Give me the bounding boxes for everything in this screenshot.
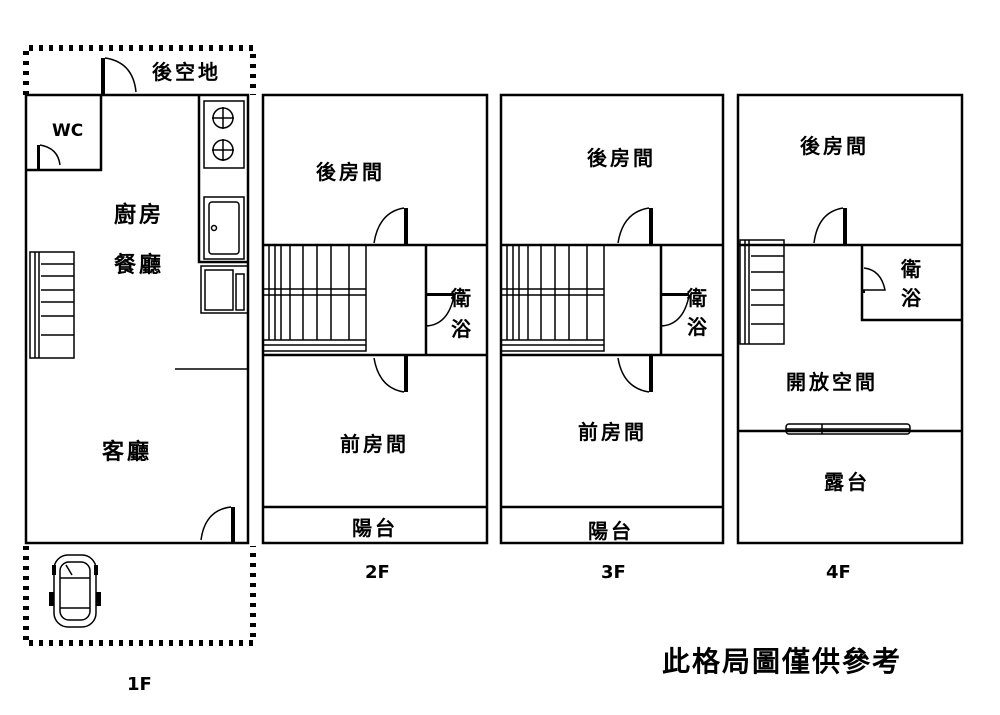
floor-1f: 後空地 WC 廚房 餐廳 客廳 1F — [23, 45, 256, 695]
label-kitchen: 廚房 — [114, 202, 164, 228]
2f-label-front-room: 前房間 — [340, 432, 409, 456]
disclaimer-text: 此格局圖僅供參考 — [662, 645, 902, 678]
back-yard-boundary — [23, 45, 256, 95]
2f-label-back-room: 後房間 — [316, 160, 385, 184]
sliding-door-icon — [785, 423, 911, 435]
floor-3f: 後房間 衛 浴 前房間 陽台 3F — [499, 93, 725, 583]
floor-4f: 後房間 衛 浴 開放空間 露台 4F — [736, 93, 964, 583]
back-room-door-icon — [373, 207, 408, 245]
label-wc: WC — [52, 121, 83, 141]
staircase-3f — [500, 244, 605, 352]
front-room-door-icon — [617, 355, 653, 393]
fridge-icon — [200, 265, 249, 314]
back-room-door-icon — [617, 207, 653, 245]
4f-label-open-space: 開放空間 — [786, 370, 878, 394]
3f-label-bath-2: 浴 — [687, 315, 710, 339]
2f-label-bath-1: 衛 — [450, 286, 474, 310]
4f-label-back-room: 後房間 — [800, 134, 869, 158]
sink-icon — [203, 196, 245, 260]
floor-label-3f: 3F — [601, 562, 626, 583]
back-door-icon — [101, 57, 137, 95]
wc-door-icon — [37, 144, 61, 170]
4f-bath-wall — [860, 245, 962, 322]
staircase-2f — [262, 244, 367, 352]
bath-door-icon — [660, 293, 690, 327]
floor-label-4f: 4F — [826, 562, 851, 583]
3f-label-balcony: 陽台 — [588, 519, 634, 543]
staircase-4f — [739, 239, 785, 345]
bath-door-icon — [425, 293, 455, 327]
kitchen-counter — [197, 95, 248, 264]
staircase-1f — [29, 251, 75, 359]
4f-label-bath-2: 浴 — [901, 286, 924, 310]
front-door-icon — [200, 506, 235, 543]
4f-label-terrace: 露台 — [824, 470, 870, 494]
stove-icon — [203, 100, 245, 169]
floor-2f: 後房間 衛 浴 前房間 陽台 2F — [261, 93, 489, 583]
back-room-door-icon — [813, 207, 847, 245]
3f-label-front-room: 前房間 — [578, 420, 647, 444]
label-dining: 餐廳 — [114, 252, 164, 278]
3f-label-back-room: 後房間 — [587, 146, 656, 170]
bath-door-icon — [862, 267, 886, 293]
floor-label-2f: 2F — [365, 562, 390, 583]
car-icon — [49, 554, 101, 628]
label-living: 客廳 — [102, 439, 152, 465]
3f-label-bath-1: 衛 — [686, 286, 710, 310]
wc-wall — [26, 95, 103, 172]
floor-label-1f: 1F — [127, 674, 152, 695]
front-room-door-icon — [373, 355, 408, 393]
label-back-yard: 後空地 — [152, 60, 221, 84]
2f-label-balcony: 陽台 — [352, 516, 398, 540]
parking-boundary — [23, 546, 256, 646]
4f-label-bath-1: 衛 — [900, 257, 924, 281]
2f-label-bath-2: 浴 — [451, 317, 474, 341]
1f-outer-wall — [24, 93, 250, 545]
